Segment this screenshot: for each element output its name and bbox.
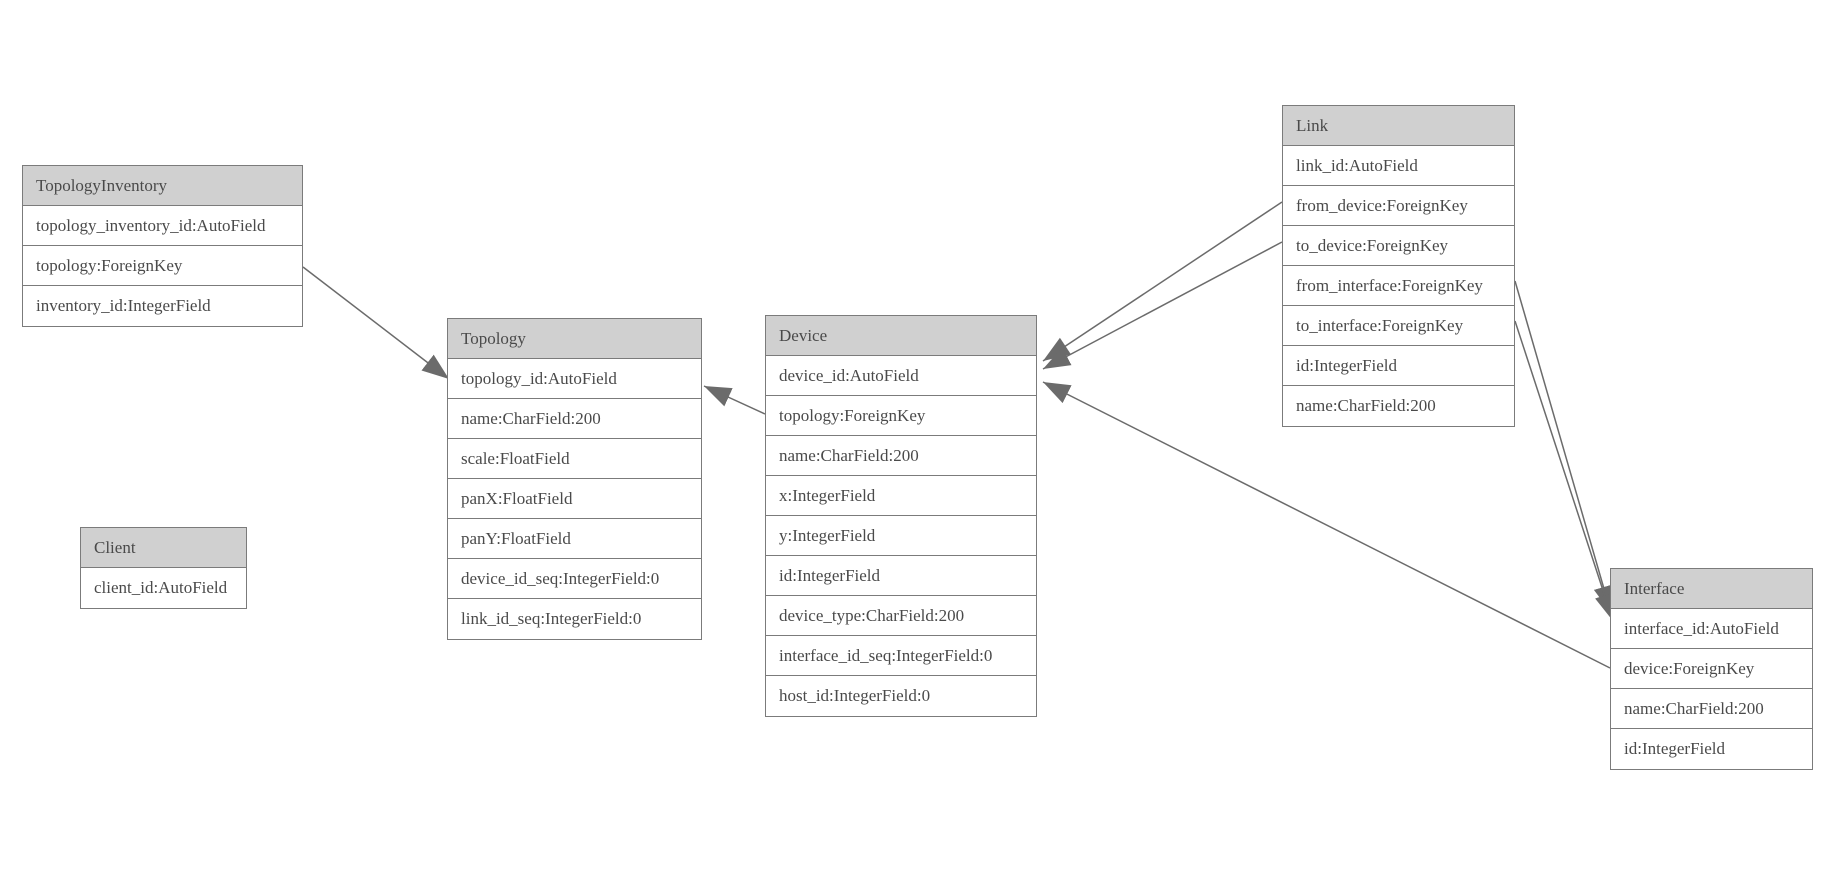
field-row: id:IntegerField [1283, 346, 1514, 386]
field-row: y:IntegerField [766, 516, 1036, 556]
field-row: inventory_id:IntegerField [36, 296, 211, 315]
edge-link-to_interface-to-interface [1514, 320, 1615, 622]
field-row: x:IntegerField [766, 476, 1036, 516]
entity-client-title: Client [81, 528, 246, 568]
field-row: from_device:ForeignKey [1283, 186, 1514, 226]
field-row: to_interface:ForeignKey [1283, 306, 1514, 346]
field-row: topology_inventory_id:AutoField [23, 206, 302, 246]
field-row: link_id_seq:IntegerField:0 [461, 609, 642, 628]
edge-link-from_device-to-device [1042, 201, 1283, 362]
entity-device-title: Device [766, 316, 1036, 356]
edge-topologyinventory-topology-to-topology [302, 266, 450, 380]
field-row: host_id:IntegerField:0 [779, 686, 931, 705]
field-row: device_type:CharField:200 [766, 596, 1036, 636]
field-row: device_id_seq:IntegerField:0 [448, 559, 701, 599]
field-row: to_device:ForeignKey [1283, 226, 1514, 266]
field-row: topology_id:AutoField [448, 359, 701, 399]
entity-topology: Topology topology_id:AutoField name:Char… [447, 318, 702, 640]
field-row: panY:FloatField [448, 519, 701, 559]
edge-interface-device-to-device [1042, 381, 1611, 669]
field-row: interface_id_seq:IntegerField:0 [766, 636, 1036, 676]
field-row: scale:FloatField [448, 439, 701, 479]
edge-link-to_device-to-device [1042, 241, 1283, 370]
edge-link-from_interface-to-interface [1514, 280, 1614, 614]
field-row: id:IntegerField [766, 556, 1036, 596]
field-row: name:CharField:200 [1296, 396, 1436, 415]
field-row: link_id:AutoField [1283, 146, 1514, 186]
field-row: client_id:AutoField [94, 578, 228, 597]
entity-device: Device device_id:AutoField topology:Fore… [765, 315, 1037, 717]
field-row: device_id:AutoField [766, 356, 1036, 396]
entity-topologyinventory: TopologyInventory topology_inventory_id:… [22, 165, 303, 327]
entity-topologyinventory-title: TopologyInventory [23, 166, 302, 206]
entity-client: Client client_id:AutoField [80, 527, 247, 609]
field-row: topology:ForeignKey [23, 246, 302, 286]
field-row: name:CharField:200 [1611, 689, 1812, 729]
entity-link-title: Link [1283, 106, 1514, 146]
field-row: device:ForeignKey [1611, 649, 1812, 689]
field-row: interface_id:AutoField [1611, 609, 1812, 649]
entity-topology-title: Topology [448, 319, 701, 359]
entity-interface-title: Interface [1611, 569, 1812, 609]
edge-device-topology-to-topology [703, 385, 766, 415]
field-row: from_interface:ForeignKey [1283, 266, 1514, 306]
entity-link: Link link_id:AutoField from_device:Forei… [1282, 105, 1515, 427]
field-row: name:CharField:200 [766, 436, 1036, 476]
field-row: id:IntegerField [1624, 739, 1726, 758]
field-row: panX:FloatField [448, 479, 701, 519]
field-row: topology:ForeignKey [766, 396, 1036, 436]
entity-interface: Interface interface_id:AutoField device:… [1610, 568, 1813, 770]
field-row: name:CharField:200 [448, 399, 701, 439]
